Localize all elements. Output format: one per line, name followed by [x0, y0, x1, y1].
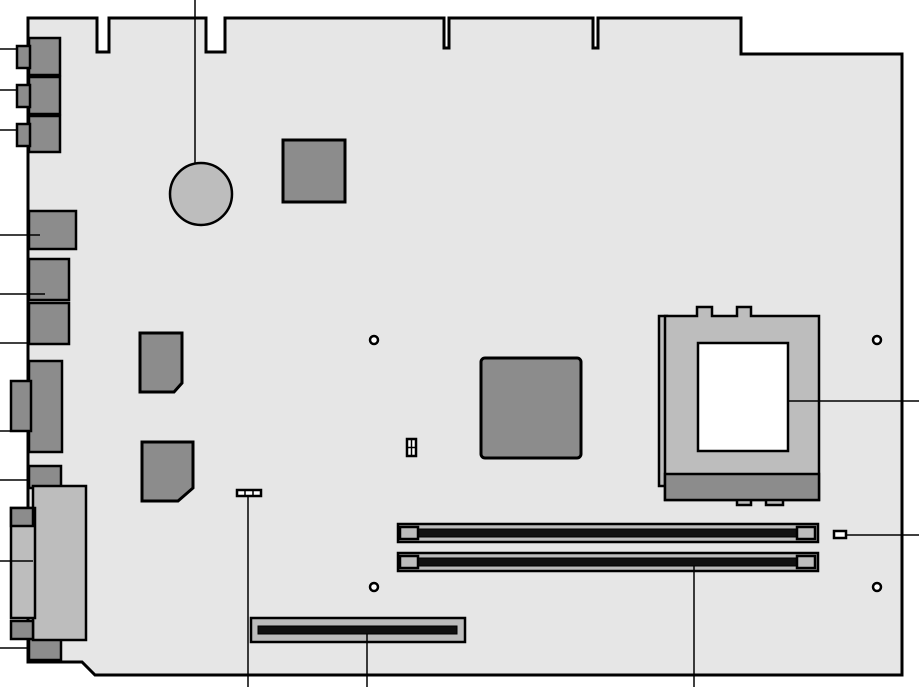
mounting-hole [871, 334, 883, 346]
expansion-slot [249, 616, 467, 644]
mounting-hole [871, 581, 883, 593]
audio-jack-3-plug [15, 122, 32, 148]
audio-jack-2-plug [15, 83, 32, 109]
serial-port-flange [9, 379, 33, 433]
socket-window [696, 341, 790, 453]
audio-jack-2 [27, 75, 62, 116]
usb-port-upper [27, 257, 71, 302]
parallel-port-clip-top [9, 506, 35, 528]
audio-jack-1-plug [15, 44, 32, 70]
bios-chip [281, 138, 347, 204]
cmos-battery [168, 161, 234, 227]
io-chip-lower [140, 440, 195, 503]
audio-jack-3 [27, 114, 62, 154]
audio-jacks [15, 36, 62, 154]
parallel-port [9, 464, 88, 662]
serial-port [9, 359, 64, 454]
network-port [27, 209, 78, 251]
memory-slot-2 [396, 551, 820, 573]
socket-base-band [663, 472, 821, 502]
parallel-port-top-tab [27, 464, 63, 490]
parallel-port-bottom-tab [27, 636, 63, 662]
connector-small-right [832, 529, 848, 540]
northbridge-chip [479, 356, 583, 460]
jumper-block-center [405, 437, 418, 458]
io-chip-upper [138, 331, 184, 394]
parallel-port-body [31, 484, 88, 642]
mounting-hole [368, 581, 380, 593]
board-outline [26, 16, 904, 677]
parallel-port-clip-bottom [9, 619, 35, 641]
usb-port-lower [27, 301, 71, 346]
processor-socket [657, 305, 821, 507]
jumper-block-left [235, 488, 263, 498]
mounting-hole [368, 334, 380, 346]
serial-port-body [27, 359, 64, 454]
memory-slot-1 [396, 522, 820, 544]
audio-jack-1 [27, 36, 62, 77]
